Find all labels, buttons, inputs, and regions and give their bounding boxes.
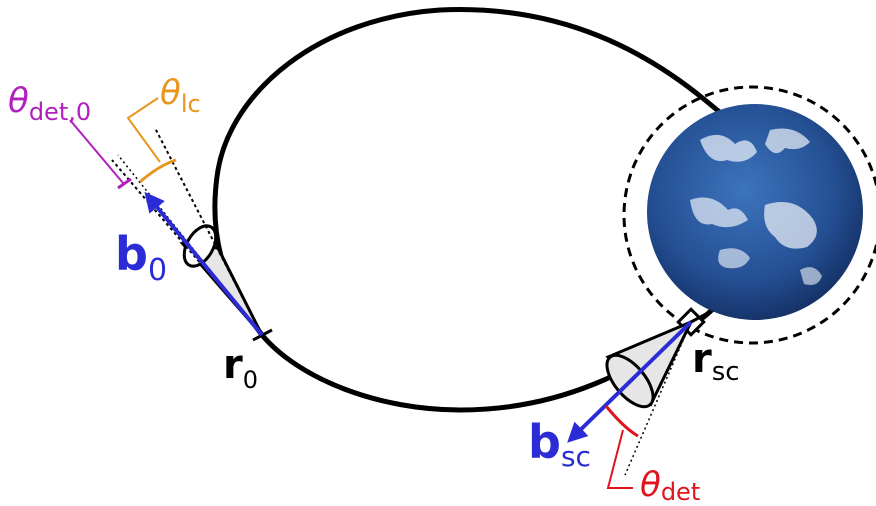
theta-lc-arc [139, 158, 177, 184]
theta-det0-tick [117, 177, 132, 190]
theta-det0-label: θdet,0 [8, 81, 91, 126]
rsc-label: rsc [692, 336, 740, 387]
earth-icon [647, 104, 863, 320]
theta-det0-leader [69, 119, 124, 184]
theta-lc-leader [126, 97, 161, 163]
orbit-path [212, 7, 793, 413]
bsc-arrow [567, 320, 693, 443]
b0-label: b0 [115, 227, 167, 288]
theta-det-arc [604, 405, 639, 438]
b0-arrow [144, 191, 264, 337]
r0-label: r0 [223, 342, 258, 394]
r0-tick [252, 328, 273, 342]
theta-det-leader [606, 429, 633, 489]
bsc-label: bsc [528, 415, 591, 473]
theta-det-label: θdet [640, 465, 700, 506]
earth-halo [622, 85, 876, 345]
theta-lc-label: θlc [160, 73, 201, 118]
